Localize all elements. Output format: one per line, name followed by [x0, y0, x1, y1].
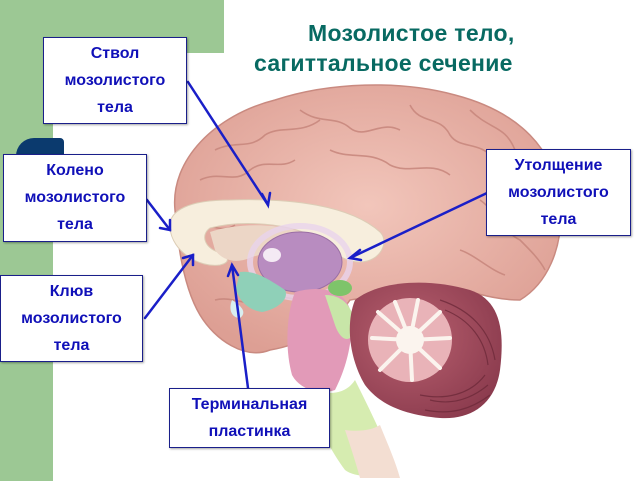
label-splenium-line-3: тела [540, 211, 577, 228]
tectum-green [325, 295, 355, 340]
label-lamina-terminalis: Терминальная пластинка [169, 388, 330, 448]
label-rostrum: Клюв мозолистого тела [0, 275, 143, 362]
page-title: Мозолистое тело, сагиттальное сечение [240, 18, 580, 78]
label-trunk-line-2: мозолистого [64, 72, 166, 89]
title-line-1: Мозолистое тело, [308, 20, 515, 46]
label-rostrum-line-1: Клюв [49, 283, 94, 300]
interthalamic-adhesion [263, 248, 281, 262]
label-genu-line-2: мозолистого [24, 189, 126, 206]
label-trunk-line-1: Ствол [90, 45, 140, 62]
label-splenium-line-2: мозолистого [508, 184, 609, 201]
label-lamina-line-1: Терминальная [191, 396, 308, 413]
arbor-vitae [368, 298, 452, 382]
label-genu-line-3: тела [57, 216, 93, 233]
title-line-2: сагиттальное сечение [254, 50, 513, 76]
label-trunk-line-3: тела [97, 99, 133, 116]
label-splenium-line-1: Утолщение [514, 157, 603, 174]
spinal-cord [345, 425, 400, 478]
label-genu: Колено мозолистого тела [3, 154, 147, 242]
pointer-arrows [143, 80, 489, 390]
pineal-tectum [328, 280, 352, 296]
label-trunk: Ствол мозолистого тела [43, 37, 187, 124]
label-rostrum-line-3: тела [53, 337, 90, 354]
label-lamina-line-2: пластинка [208, 423, 291, 440]
cerebellum-folia [419, 299, 496, 413]
hypothalamus [236, 271, 286, 312]
label-rostrum-line-2: мозолистого [21, 310, 122, 327]
label-genu-line-1: Колено [46, 162, 104, 179]
label-splenium: Утолщение мозолистого тела [486, 149, 631, 236]
